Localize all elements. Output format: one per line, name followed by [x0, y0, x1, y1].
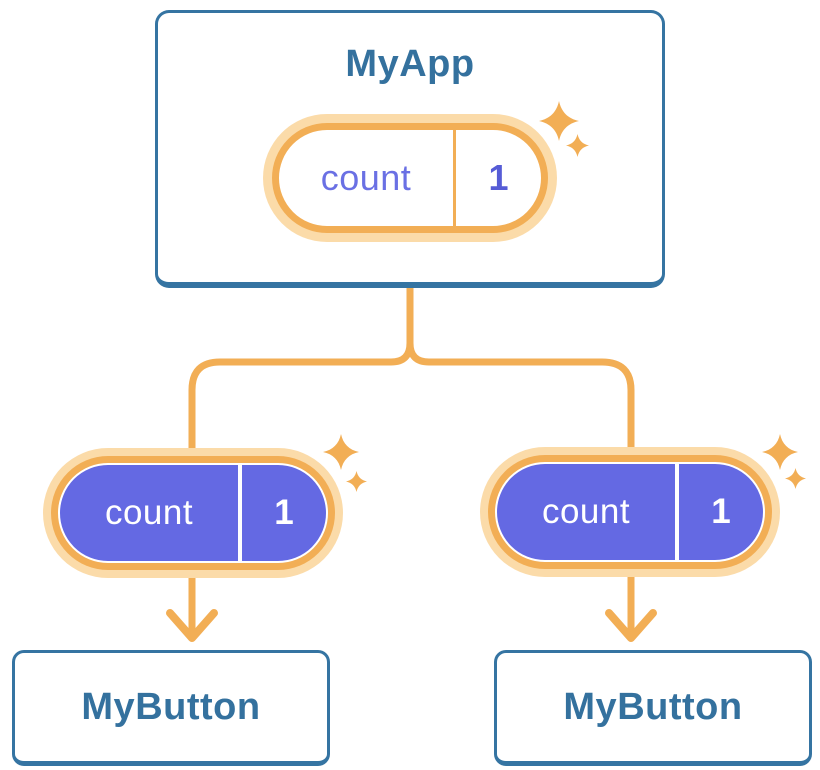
state-pill-child-right: count 1	[480, 447, 780, 577]
state-pill-body: count 1	[495, 462, 765, 562]
component-card-mybutton-right: MyButton	[494, 650, 812, 766]
state-name: count	[320, 157, 412, 198]
sparkle-icon	[539, 101, 579, 141]
connector-right-branch	[406, 288, 635, 634]
arrow-down-icon	[605, 609, 657, 642]
state-value: 1	[274, 493, 294, 532]
sparkle-icon	[762, 434, 798, 470]
component-title: MyButton	[563, 685, 743, 728]
sparkle-icon	[566, 134, 589, 157]
state-value: 1	[711, 492, 731, 531]
state-pill-child-left: count 1	[43, 448, 343, 578]
component-title: MyButton	[81, 685, 261, 728]
arrow-down-icon	[166, 609, 218, 642]
state-pill-body: count 1	[272, 123, 548, 233]
pill-divider	[453, 130, 456, 226]
sparkle-icon	[346, 471, 367, 492]
sparkle-icon	[323, 434, 359, 470]
state-name: count	[104, 493, 194, 532]
state-pill-root: count 1	[263, 114, 557, 242]
sparkle-icon	[785, 468, 806, 489]
state-name: count	[541, 492, 631, 531]
pill-divider	[675, 464, 679, 560]
pill-orange-ring: count 1	[51, 456, 335, 570]
component-title: MyApp	[345, 43, 475, 85]
pill-divider	[238, 465, 242, 561]
state-pill-body: count 1	[58, 463, 328, 563]
state-value: 1	[488, 157, 509, 198]
component-card-mybutton-left: MyButton	[12, 650, 330, 766]
pill-orange-ring: count 1	[488, 455, 772, 569]
